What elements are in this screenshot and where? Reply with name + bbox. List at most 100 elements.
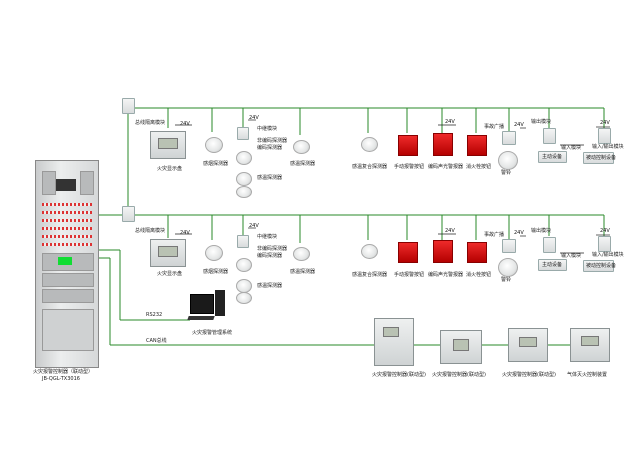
noncoded-detector-icon [236, 151, 252, 165]
bus-isolator-mid-icon [122, 206, 135, 222]
broadcast-label: 事故广播 [484, 232, 505, 238]
sounder-strobe-label: 编码声光警报器 [428, 164, 464, 170]
relay-module-label: 中继模块 [257, 126, 278, 132]
cabinet-keypad [80, 171, 94, 195]
cabinet-indicator-row [42, 219, 92, 222]
noncoded-detector-icon [236, 258, 252, 272]
fire-display-panel-label: 火灾显示盘 [157, 271, 183, 277]
output-module-icon [543, 128, 556, 144]
smoke-detector-label: 感烟探测器 [203, 269, 229, 275]
noncoded-smoke-icon [236, 279, 252, 293]
management-pc-label: 火灾报警管理系统 [192, 330, 233, 336]
heat-detector-icon [293, 140, 310, 154]
controller-2-label: 火灾报警控制器(联动型) [432, 372, 486, 378]
io-module-icon [598, 236, 611, 252]
io-module-icon [598, 128, 611, 144]
voltage-label: 24V [249, 115, 259, 121]
fire-display-panel-icon [150, 239, 186, 267]
noncoded-heat-icon [236, 292, 252, 304]
passive-equipment-box: 被动控制设备 [583, 152, 617, 164]
cabinet-indicator-row [42, 203, 92, 206]
cabinet-broadcast-screen [58, 257, 72, 265]
management-pc-icon [187, 290, 228, 324]
gas-extinguishing-controller-label: 气体灭火控制装置 [567, 372, 608, 378]
voltage-label: 24V [180, 121, 190, 127]
relay-module-icon [237, 127, 249, 140]
manual-call-point-label: 手动报警按钮 [394, 272, 425, 278]
controller-2-icon [440, 330, 482, 364]
controller-1-label: 火灾报警控制器(联动型) [372, 372, 426, 378]
broadcast-module-icon [502, 239, 516, 253]
composite-detector-icon [361, 244, 378, 259]
smoke-detector-icon [205, 245, 223, 261]
input-module-label: 输入模块 [561, 253, 582, 259]
alarm-bell-label: 警铃 [501, 170, 512, 176]
gas-extinguishing-controller-icon [570, 328, 610, 362]
manual-call-point-label: 手动报警按钮 [394, 164, 425, 170]
cabinet-label: 火灾报警控制器（联动型） [33, 369, 94, 375]
fire-display-panel-label: 火灾显示盘 [157, 166, 183, 172]
alarm-bell-label: 警铃 [501, 277, 512, 283]
sounder-strobe-icon [433, 133, 453, 156]
cabinet-model-label: JB-QGL-TX3016 [42, 376, 80, 382]
io-module-label: 输入/输出模块 [592, 252, 624, 258]
noncoded-smoke-icon [236, 172, 252, 186]
controller-3-label: 火灾报警控制器(联动型) [502, 372, 556, 378]
noncoded-smoke-label: 感温探测器 [257, 283, 283, 289]
sounder-strobe-label: 编码声光警报器 [428, 272, 464, 278]
relay-module-label: 中继模块 [257, 234, 278, 240]
cabinet-display [56, 179, 76, 191]
bus-isolator-mid-label: 总线隔离模块 [135, 228, 166, 234]
heat-detector-label: 感温探测器 [290, 269, 316, 275]
smoke-detector-label: 感烟探测器 [203, 161, 229, 167]
cabinet-printer [42, 171, 56, 195]
voltage-label: 24V [600, 120, 610, 126]
cabinet-indicator-row [42, 235, 92, 238]
cabinet-indicator-row [42, 227, 92, 230]
cabinet-telephone-unit [42, 273, 94, 287]
cabinet-power-unit [42, 289, 94, 303]
manual-call-point-icon [398, 242, 418, 263]
voltage-label: 24V [600, 228, 610, 234]
noncoded-heat-icon [236, 186, 252, 198]
fire-display-panel-icon [150, 131, 186, 159]
active-equipment-label: 主动设备 [542, 154, 563, 160]
heat-detector-label: 感温探测器 [290, 161, 316, 167]
sounder-strobe-icon [433, 240, 453, 263]
composite-detector-icon [361, 137, 378, 152]
relay-module-icon [237, 235, 249, 248]
bus-isolator-top-label: 总线隔离模块 [135, 120, 166, 126]
hydrant-button-label: 消火栓按钮 [466, 272, 492, 278]
alarm-bell-icon [498, 258, 518, 277]
bus-isolator-top-icon [122, 98, 135, 114]
output-module-icon [543, 237, 556, 253]
manual-call-point-icon [398, 135, 418, 156]
broadcast-label: 事故广播 [484, 124, 505, 130]
voltage-label: 24V [180, 230, 190, 236]
controller-3-icon [508, 328, 548, 362]
composite-detector-label: 感温复合探测器 [352, 272, 388, 278]
heat-detector-icon [293, 247, 310, 261]
coded-detector-label: 编码探测器 [257, 145, 283, 151]
hydrant-button-icon [467, 242, 487, 263]
output-module-label: 输出模块 [531, 228, 552, 234]
passive-equipment-label: 被动控制设备 [586, 263, 617, 269]
voltage-label: 24V [249, 223, 259, 229]
cabinet-indicator-row [42, 211, 92, 214]
hydrant-button-label: 消火栓按钮 [466, 164, 492, 170]
smoke-detector-icon [205, 137, 223, 153]
hydrant-button-icon [467, 135, 487, 156]
active-equipment-box: 主动设备 [538, 259, 567, 271]
rs232-label: RS232 [146, 312, 163, 318]
noncoded-detector-label: 非编码探测器 [257, 246, 288, 252]
output-module-label: 输出模块 [531, 119, 552, 125]
passive-equipment-box: 被动控制设备 [583, 260, 617, 272]
composite-detector-label: 感温复合探测器 [352, 164, 388, 170]
passive-equipment-label: 被动控制设备 [586, 155, 617, 161]
alarm-bell-icon [498, 151, 518, 170]
voltage-label: 24V [514, 230, 524, 236]
active-equipment-box: 主动设备 [538, 151, 567, 163]
active-equipment-label: 主动设备 [542, 262, 563, 268]
fire-alarm-control-cabinet [35, 160, 99, 368]
